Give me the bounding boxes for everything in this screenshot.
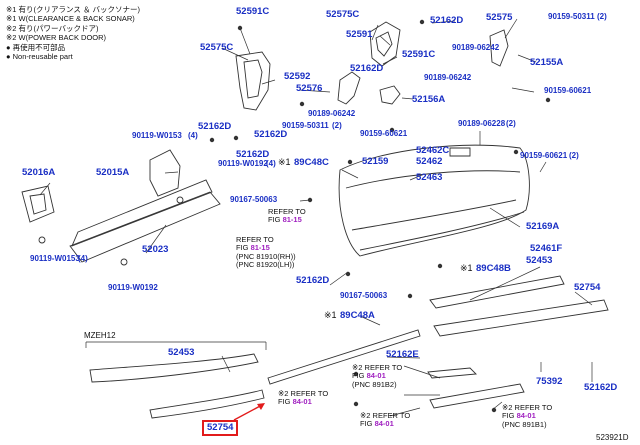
diagram-id: 523921D	[596, 433, 629, 442]
part-52015A[interactable]: 52015A	[96, 167, 130, 178]
part-90159-60621-c[interactable]: 90159-60621	[520, 151, 568, 160]
part-52169A[interactable]: 52169A	[526, 221, 560, 232]
part-52453-left[interactable]: 52453	[168, 347, 195, 358]
part-52162E[interactable]: 52162E	[386, 349, 419, 360]
legend: ※1 有り(クリアランス ＆ バックソナー) ※1 W(CLEARANCE & …	[6, 5, 140, 61]
part-52453-right[interactable]: 52453	[526, 255, 553, 266]
highlight-arrow	[233, 403, 265, 421]
part-52162D-low[interactable]: 52162D	[296, 275, 330, 286]
part-52575C-left[interactable]: 52575C	[200, 42, 234, 53]
part-52461F[interactable]: 52461F	[530, 243, 563, 254]
part-90189-06242-a[interactable]: 90189-06242	[452, 43, 500, 52]
part-90159-60621-b[interactable]: 90159-60621	[360, 129, 408, 138]
marker-1-a: ※1	[278, 157, 291, 167]
qty-4-b: (4)	[266, 159, 276, 168]
legend-line-3: ※2 有り(パワーバックドア)	[6, 23, 99, 33]
part-52592[interactable]: 52592	[284, 71, 311, 82]
part-52463[interactable]: 52463	[416, 172, 443, 183]
part-90189-06242-b[interactable]: 90189-06242	[424, 73, 472, 82]
part-52162D-left-2[interactable]: 52162D	[254, 129, 288, 140]
part-52162D-top-2[interactable]: 52162D	[350, 63, 384, 74]
model-bracket	[85, 341, 267, 350]
legend-line-2: ※1 W(CLEARANCE & BACK SONAR)	[6, 14, 135, 24]
part-52576[interactable]: 52576	[296, 83, 323, 94]
part-52016A[interactable]: 52016A	[22, 167, 56, 178]
legend-line-6: ● Non-reusable part	[6, 51, 73, 61]
leader-lines	[39, 18, 593, 417]
legend-line-5: ● 再使用不可部品	[6, 42, 66, 52]
part-90119-W0153-a[interactable]: 90119-W0153	[132, 131, 182, 140]
part-52591[interactable]: 52591	[346, 29, 373, 40]
marker-1-c: ※1	[324, 310, 337, 320]
part-90189-06242[interactable]: 90189-06242	[308, 109, 356, 118]
part-52754-highlighted[interactable]: 52754	[202, 420, 239, 436]
part-52591C[interactable]: 52591C	[236, 6, 270, 17]
qty-2-c: (2)	[506, 119, 516, 128]
qty-2-b: (2)	[332, 121, 342, 130]
part-52155A[interactable]: 52155A	[530, 57, 564, 68]
fig-link-84-01-b[interactable]: 84-01	[292, 397, 312, 407]
refer-note-low-2: ※2 REFER TO FIG 84-01	[278, 389, 329, 407]
marker-1-b: ※1	[460, 263, 473, 273]
fig-link-81-15-b[interactable]: 81-15	[250, 243, 270, 253]
part-89C48A[interactable]: 89C48A	[340, 310, 375, 321]
lower-garnish	[89, 275, 609, 419]
refer-note-bumper: REFER TO FIG 81-15 (PNC 81910(RH)) (PNC …	[236, 235, 296, 270]
refer-note-mid: REFER TO FIG 81-15	[268, 207, 306, 225]
fig-link-84-01-a[interactable]: 84-01	[366, 371, 386, 381]
qty-2-a: (2)	[597, 12, 607, 21]
part-90159-60621-a[interactable]: 90159-60621	[544, 86, 592, 95]
bumper-cover	[338, 144, 530, 257]
fig-link-84-01-c[interactable]: 84-01	[516, 411, 536, 421]
part-52575[interactable]: 52575	[486, 12, 513, 23]
qty-4-a: (4)	[188, 131, 198, 140]
part-52023[interactable]: 52023	[142, 244, 169, 255]
part-90119-W0192-b[interactable]: 90119-W0192	[108, 283, 158, 292]
reinforcement-beam	[21, 149, 221, 266]
part-52162D-top-1[interactable]: 52162D	[430, 15, 464, 26]
part-90119-W0192-a[interactable]: 90119-W0192	[218, 159, 268, 168]
part-52754-right[interactable]: 52754	[574, 282, 601, 293]
part-89C48B[interactable]: 89C48B	[476, 263, 511, 274]
model-label: MZEH12	[84, 331, 116, 340]
part-90159-50311-mid[interactable]: 90159-50311	[282, 121, 329, 130]
part-52462C[interactable]: 52462C	[416, 145, 450, 156]
refer-note-low-3: ※2 REFER TO FIG 84-01 (PNC 891B1)	[502, 403, 553, 429]
fig-link-81-15-a[interactable]: 81-15	[282, 215, 302, 225]
part-90119-W0153-b[interactable]: 90119-W0153	[30, 254, 80, 263]
part-52162D-bottom-right[interactable]: 52162D	[584, 382, 618, 393]
part-52462[interactable]: 52462	[416, 156, 443, 167]
part-52575C-top[interactable]: 52575C	[326, 9, 360, 20]
part-52591C-b[interactable]: 52591C	[402, 49, 436, 60]
part-90189-06228[interactable]: 90189-06228	[458, 119, 506, 128]
refer-note-low-1: ※2 REFER TO FIG 84-01 (PNC 891B2)	[352, 363, 403, 389]
part-90167-50063-b[interactable]: 90167-50063	[340, 291, 388, 300]
fasteners	[209, 19, 551, 413]
part-90159-50311-top[interactable]: 90159-50311	[548, 12, 595, 21]
refer-note-low-4: ※2 REFER TO FIG 84-01	[360, 411, 411, 429]
part-52162D-mid[interactable]: 52162D	[236, 149, 270, 160]
part-75392[interactable]: 75392	[536, 376, 563, 387]
fig-link-84-01-d[interactable]: 84-01	[374, 419, 394, 429]
qty-2-d: (2)	[569, 151, 579, 160]
part-52162D-left-1[interactable]: 52162D	[198, 121, 232, 132]
part-90167-50063-a[interactable]: 90167-50063	[230, 195, 278, 204]
legend-line-1: ※1 有り(クリアランス ＆ バックソナー)	[6, 5, 141, 14]
part-52156A[interactable]: 52156A	[412, 94, 446, 105]
part-89C48C[interactable]: 89C48C	[294, 157, 329, 168]
part-52159[interactable]: 52159	[362, 156, 389, 167]
bracket-assemblies	[235, 21, 509, 111]
qty-4-c: (4)	[78, 254, 88, 263]
legend-line-4: ※2 W(POWER BACK DOOR)	[6, 33, 107, 43]
